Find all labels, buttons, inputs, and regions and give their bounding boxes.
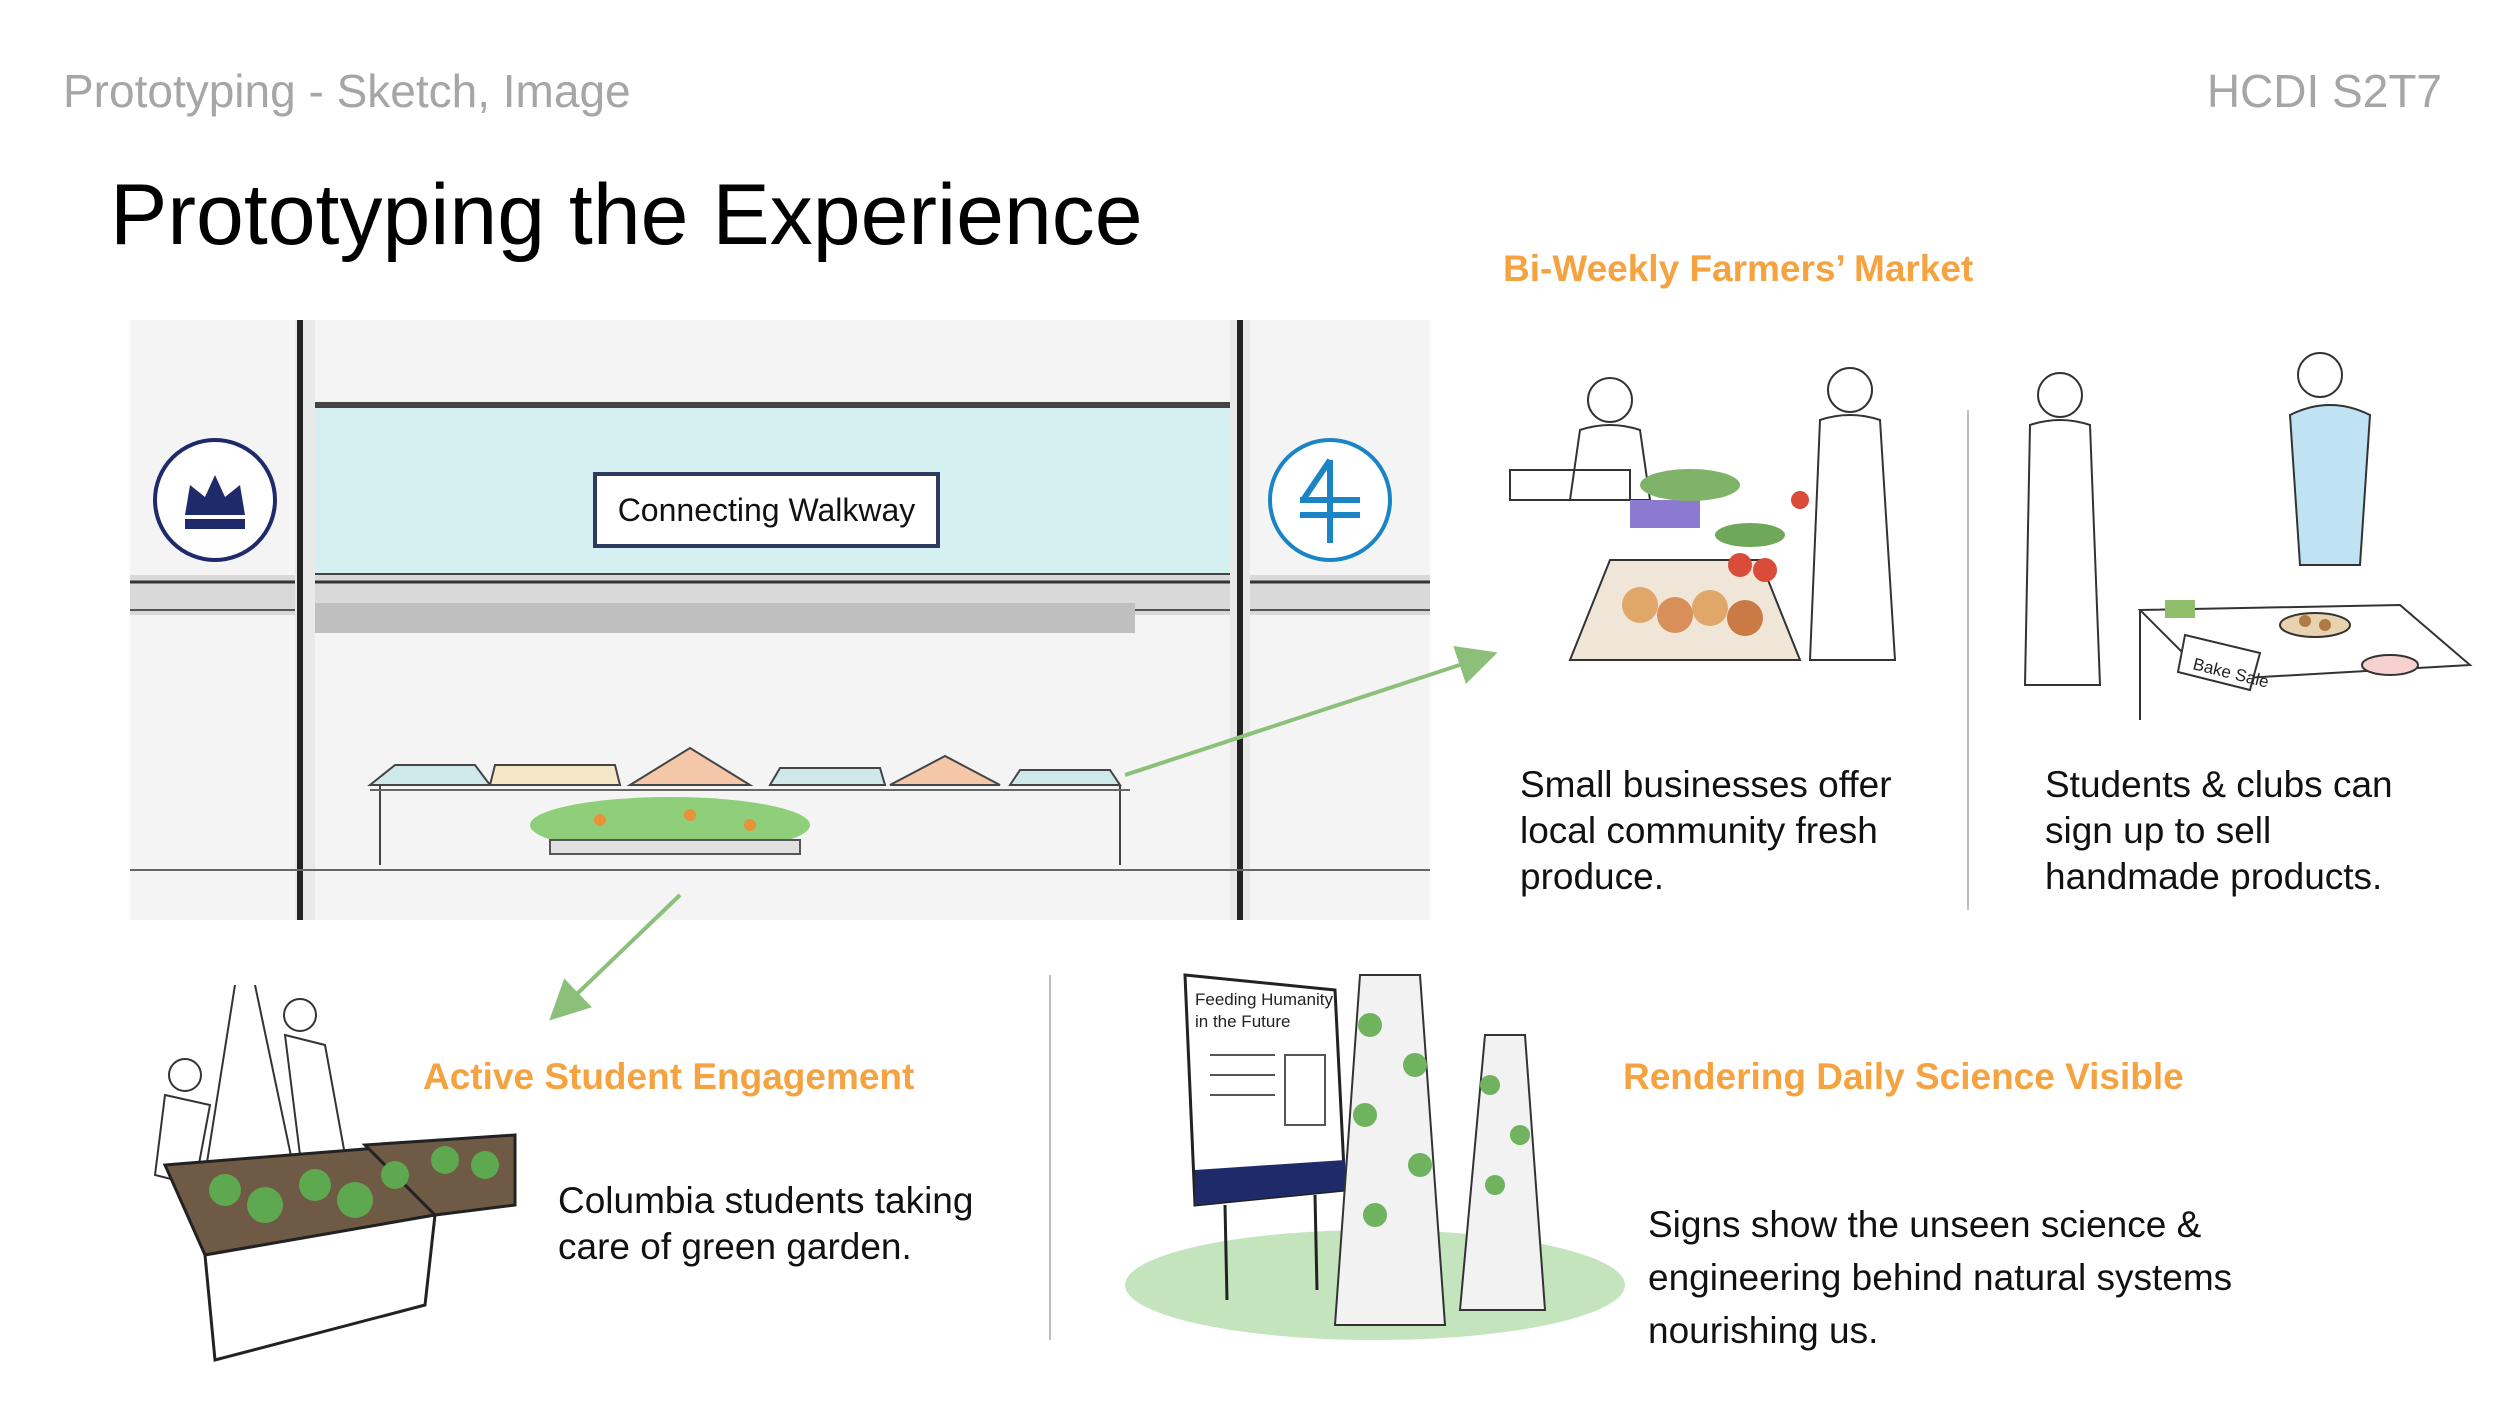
farmers-market-heading: Bi-Weekly Farmers’ Market	[1503, 248, 1974, 289]
farmers-left-line-1: Small businesses offer	[1520, 764, 1892, 805]
lower-divider	[1049, 975, 1051, 1340]
farmers-left-text: Small businesses offer local community f…	[1520, 762, 1892, 900]
farmers-left-line-2: local community fresh	[1520, 810, 1878, 851]
walkway-sign: Connecting Walkway	[593, 472, 940, 548]
science-line-2: engineering behind natural systems	[1648, 1257, 2233, 1298]
planter-bed	[530, 797, 810, 855]
farmers-right-line-2: sign up to sell	[2045, 810, 2272, 851]
school-mark-icon	[1268, 438, 1392, 562]
engagement-text: Columbia students taking care of green g…	[558, 1178, 973, 1270]
produce-stand-sketch	[1509, 367, 1897, 661]
science-poster: Feeding Humanity in the Future	[1183, 973, 1347, 1301]
science-heading: Rendering Daily Science Visible	[1623, 1056, 2184, 1097]
farmers-right-line-3: handmade products.	[2045, 856, 2383, 897]
page-title: Prototyping the Experience	[110, 167, 1143, 263]
garden-sketch	[153, 985, 517, 1362]
engagement-heading: Active Student Engagement	[423, 1056, 915, 1097]
farmers-left-line-3: produce.	[1520, 856, 1664, 897]
engagement-line-1: Columbia students taking	[558, 1180, 974, 1221]
slide-section-label: Prototyping - Sketch, Image	[63, 65, 631, 117]
science-line-3: nourishing us.	[1648, 1310, 1879, 1351]
columbia-crown-icon	[153, 438, 277, 562]
engagement-line-2: care of green garden.	[558, 1226, 912, 1267]
science-line-1: Signs show the unseen science &	[1648, 1204, 2202, 1245]
poster-title-line-1: Feeding Humanity	[1195, 990, 1333, 1009]
science-sketch: Feeding Humanity in the Future	[1125, 973, 1625, 1340]
hydroponic-towers	[1333, 974, 1547, 1326]
market-tents	[367, 746, 1130, 865]
slide-course-code: HCDI S2T7	[2206, 65, 2442, 117]
farmers-divider	[1967, 410, 1969, 910]
farmers-right-line-1: Students & clubs can	[2045, 764, 2393, 805]
bake-sale-sketch: Bake Sale	[2023, 352, 2473, 720]
science-text: Signs show the unseen science & engineer…	[1648, 1198, 2232, 1357]
farmers-right-text: Students & clubs can sign up to sell han…	[2045, 762, 2393, 900]
poster-title-line-2: in the Future	[1195, 1012, 1290, 1031]
